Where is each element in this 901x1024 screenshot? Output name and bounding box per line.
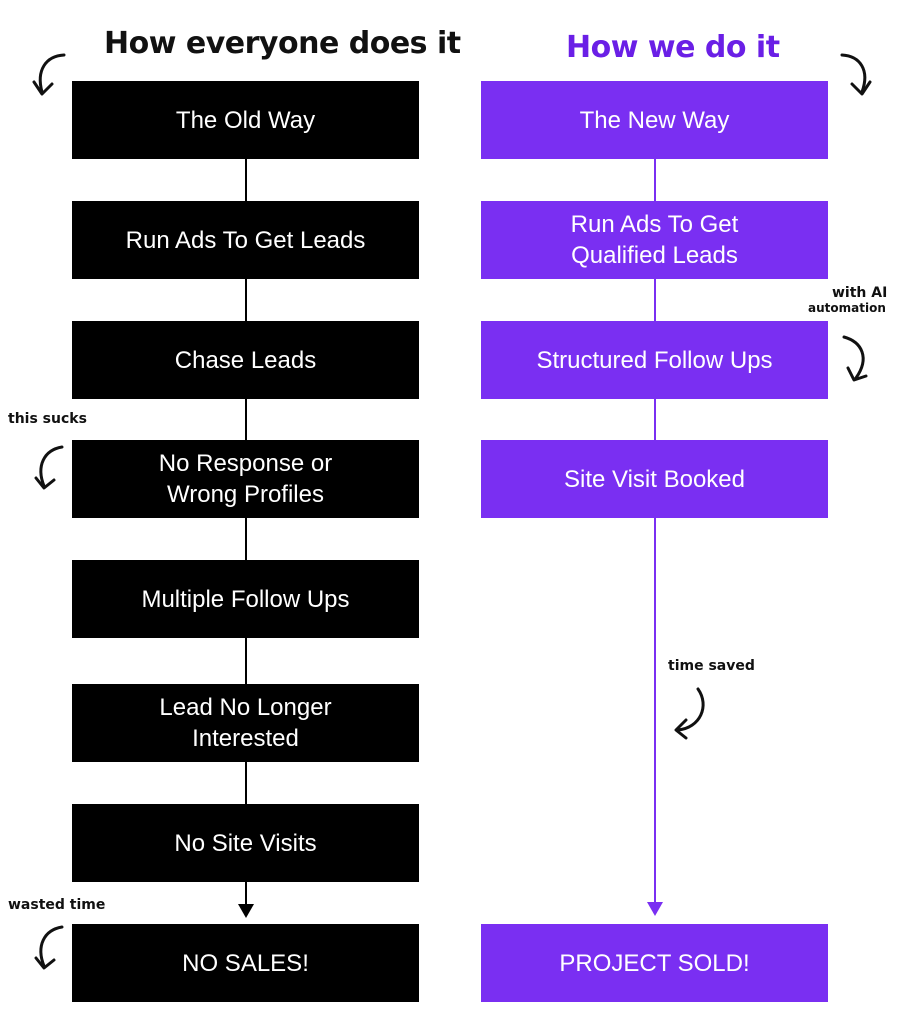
curved-arrow-icon <box>32 53 66 96</box>
old-way-connector <box>245 882 247 906</box>
curved-arrow-icon <box>840 53 872 96</box>
step-label: The Old Way <box>175 106 316 134</box>
new-way-step: Structured Follow Ups <box>481 321 828 399</box>
new-way-heading: How we do it <box>566 30 780 65</box>
old-way-final-step: NO SALES! <box>72 924 419 1002</box>
note-with-ai: with AI <box>832 285 888 301</box>
old-way-connector <box>245 762 247 804</box>
step-label: Site Visit Booked <box>564 465 745 493</box>
old-way-connector <box>245 518 247 560</box>
old-way-step: Multiple Follow Ups <box>72 560 419 638</box>
new-way-connector <box>654 518 656 904</box>
note-wasted-time: wasted time <box>8 897 106 913</box>
new-way-step: The New Way <box>481 81 828 159</box>
step-label: Run Ads To Get Leads <box>125 226 366 254</box>
old-way-step: Run Ads To Get Leads <box>72 201 419 279</box>
old-way-arrowhead <box>238 904 254 918</box>
new-way-arrowhead <box>647 902 663 916</box>
step-label: Chase Leads <box>174 346 317 374</box>
old-way-step: No Site Visits <box>72 804 419 882</box>
new-way-step: Site Visit Booked <box>481 440 828 518</box>
old-way-step: The Old Way <box>72 81 419 159</box>
old-way-connector <box>245 637 247 684</box>
old-way-heading: How everyone does it <box>104 26 461 61</box>
new-way-final-step: PROJECT SOLD! <box>481 924 828 1002</box>
curved-arrow-icon <box>34 925 64 970</box>
curved-arrow-icon <box>34 445 64 490</box>
old-way-connector <box>245 398 247 440</box>
step-label: Structured Follow Ups <box>536 346 773 374</box>
old-way-connector <box>245 279 247 321</box>
step-label: The New Way <box>579 106 730 134</box>
new-way-connector <box>654 279 656 321</box>
new-way-connector <box>654 398 656 440</box>
curved-arrow-icon <box>674 687 705 740</box>
old-way-step: Chase Leads <box>72 321 419 399</box>
step-label: Multiple Follow Ups <box>141 585 350 613</box>
step-label: PROJECT SOLD! <box>559 949 750 977</box>
step-label: No Site Visits <box>174 829 317 857</box>
note-automation: automation <box>808 301 886 315</box>
note-this-sucks: this sucks <box>8 411 87 427</box>
old-way-connector <box>245 159 247 201</box>
curved-arrow-icon <box>842 335 868 382</box>
note-time-saved: time saved <box>668 658 755 674</box>
step-label: NO SALES! <box>182 949 309 977</box>
new-way-connector <box>654 159 656 201</box>
